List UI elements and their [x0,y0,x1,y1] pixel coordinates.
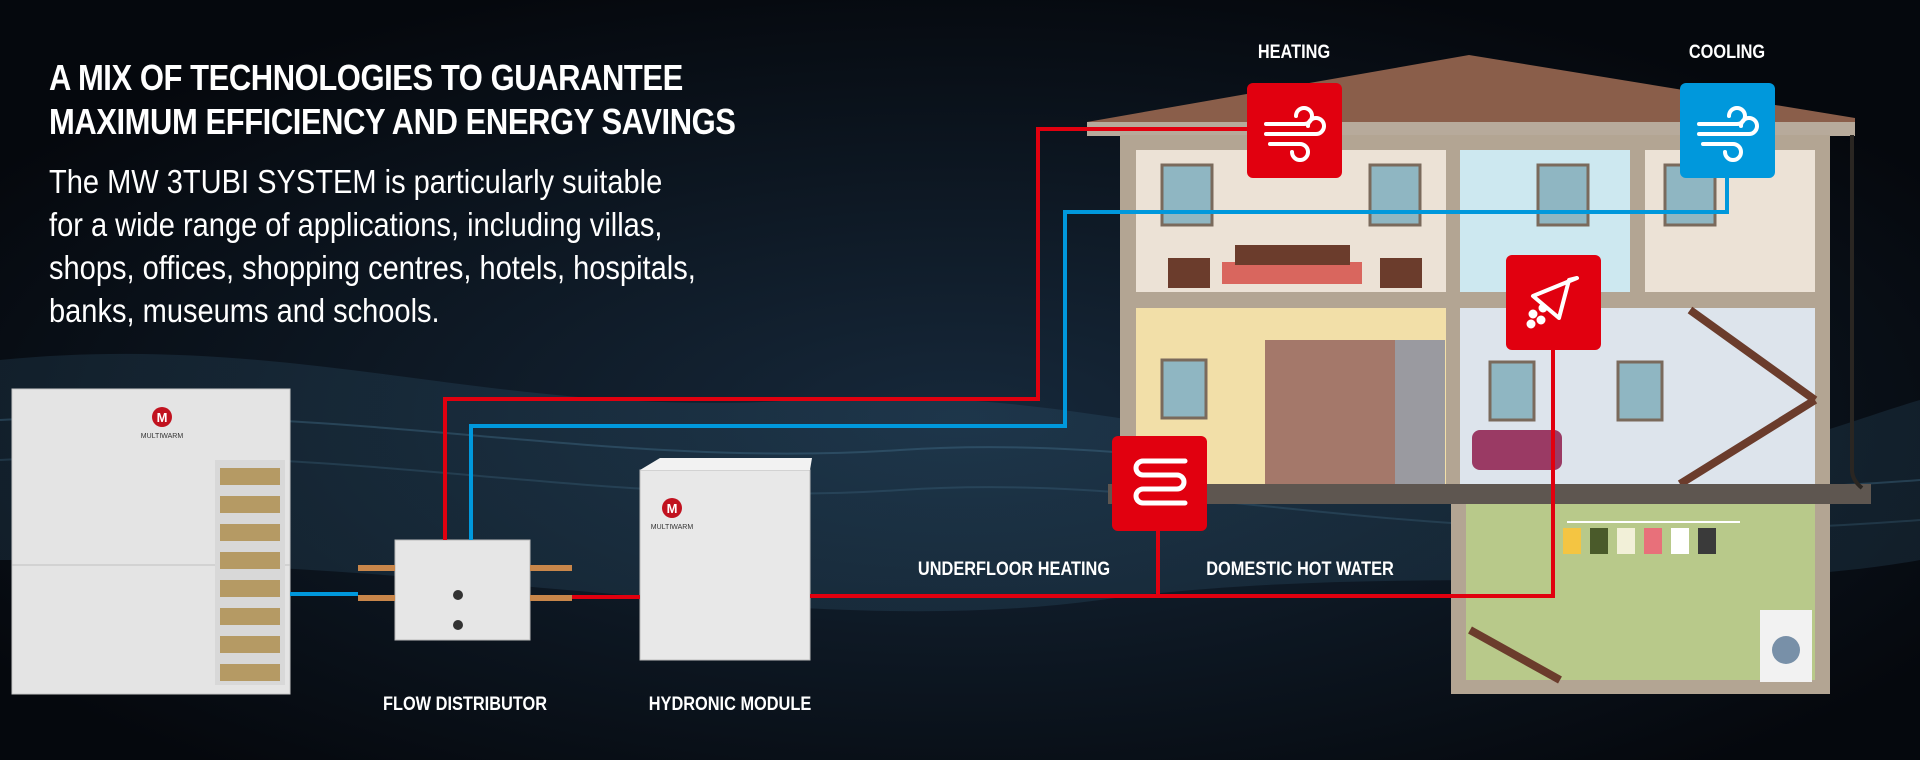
domestic-hot-water-label: DOMESTIC HOT WATER [1206,559,1394,580]
underfloor-heating-icon [1112,436,1207,531]
svg-text:M: M [157,410,168,425]
cooling-icon [1680,83,1775,178]
svg-text:M: M [667,501,678,516]
outdoor-unit: M MULTIWARM [11,388,291,695]
shower-icon [1506,255,1601,350]
cold-pipe-cooling [469,178,1729,540]
hydronic-module-label: HYDRONIC MODULE [648,694,812,715]
description-line-1: The MW 3TUBI SYSTEM is particularly suit… [49,163,663,200]
description-line-2: for a wide range of applications, includ… [49,206,663,243]
headline-line-1: A MIX OF TECHNOLOGIES TO GUARANTEE [49,57,683,98]
headline-line-2: MAXIMUM EFFICIENCY AND ENERGY SAVINGS [49,101,736,142]
flow-distributor-label: FLOW DISTRIBUTOR [383,694,547,715]
svg-text:MULTIWARM: MULTIWARM [141,433,184,440]
description: The MW 3TUBI SYSTEM is particularly suit… [49,160,859,332]
description-line-3: shops, offices, shopping centres, hotels… [49,249,696,286]
svg-text:MULTIWARM: MULTIWARM [651,524,694,531]
hot-pipe-heating [443,127,1250,540]
hot-pipe-hot-water [810,348,1555,598]
heating-label: HEATING [1257,42,1331,63]
hydronic-module-unit: M MULTIWARM [639,458,812,661]
cooling-label: COOLING [1688,42,1766,63]
heating-icon [1247,83,1342,178]
house-illustration [1087,55,1871,694]
description-line-4: banks, museums and schools. [49,292,440,329]
headline: A MIX OF TECHNOLOGIES TO GUARANTEE MAXIM… [49,56,736,144]
flow-distributor-unit [358,539,572,641]
underfloor-heating-label: UNDERFLOOR HEATING [917,559,1111,580]
